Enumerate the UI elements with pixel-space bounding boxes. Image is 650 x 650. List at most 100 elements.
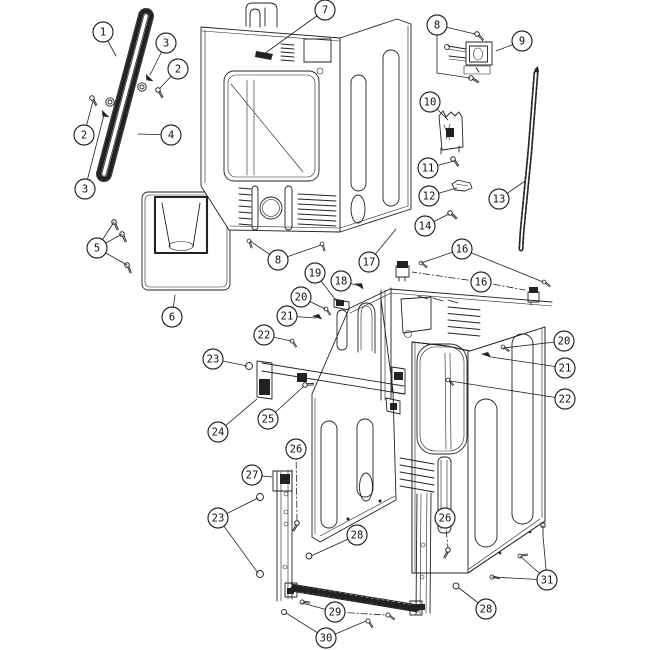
balloon-circle[interactable]: [207, 507, 229, 529]
balloon-circle[interactable]: [358, 251, 380, 273]
callout-20[interactable]: 20: [290, 286, 326, 310]
callout-18[interactable]: 18: [330, 270, 361, 292]
balloon-circle[interactable]: [276, 305, 298, 327]
balloon-circle[interactable]: [202, 348, 224, 370]
callout-6[interactable]: 6: [161, 294, 183, 328]
callout-25[interactable]: 25: [257, 386, 304, 430]
callout-31[interactable]: 31: [491, 535, 558, 591]
balloon-circle[interactable]: [241, 464, 263, 486]
callout-19[interactable]: 19: [304, 262, 339, 304]
balloon-label: 16: [475, 277, 488, 289]
callout-9[interactable]: 9: [495, 30, 533, 52]
grommet: [137, 82, 147, 92]
callout-16[interactable]: 16: [420, 238, 544, 283]
balloon-circle[interactable]: [161, 306, 183, 328]
side-emboss: [511, 333, 534, 525]
balloon-circle[interactable]: [86, 237, 108, 259]
balloon-circle[interactable]: [414, 215, 436, 237]
callout-12[interactable]: 12: [418, 185, 458, 207]
balloon-label: 13: [493, 194, 506, 206]
callout-16[interactable]: 16: [411, 271, 526, 293]
callout-2[interactable]: 2: [73, 100, 95, 146]
balloon-circle[interactable]: [73, 124, 95, 146]
screw-icon: [87, 94, 101, 107]
middle-cabinet: [311, 281, 553, 543]
balloon-circle[interactable]: [475, 598, 497, 620]
label-sticker: [255, 51, 273, 60]
balloon-circle[interactable]: [160, 124, 182, 146]
callout-21[interactable]: 21: [276, 305, 317, 327]
balloon-circle[interactable]: [554, 388, 576, 410]
callout-3[interactable]: 3: [74, 114, 105, 200]
balloon-label: 25: [262, 414, 275, 426]
callout-28[interactable]: 28: [458, 587, 497, 620]
balloon-circle[interactable]: [536, 569, 558, 591]
callout-13[interactable]: 13: [488, 180, 526, 210]
callout-27[interactable]: 27: [241, 464, 273, 486]
balloon-circle[interactable]: [315, 627, 337, 649]
balloon-circle[interactable]: [167, 58, 189, 80]
balloon-circle[interactable]: [74, 178, 96, 200]
callout-29[interactable]: 29: [301, 601, 387, 623]
balloon-circle[interactable]: [253, 324, 275, 346]
callout-1[interactable]: 1: [92, 21, 117, 57]
callout-20[interactable]: 20: [502, 330, 575, 352]
balloon-circle[interactable]: [470, 271, 492, 293]
balloon-circle[interactable]: [285, 438, 307, 460]
side-emboss: [382, 49, 400, 207]
balloon-circle[interactable]: [155, 32, 177, 54]
balloon-circle[interactable]: [553, 330, 575, 352]
callout-23[interactable]: 23: [202, 348, 248, 370]
callout-23[interactable]: 23: [207, 497, 259, 574]
balloon-circle[interactable]: [488, 188, 510, 210]
callout-14[interactable]: 14: [414, 213, 450, 237]
balloon-circle[interactable]: [554, 357, 576, 379]
callout-26[interactable]: 26: [285, 438, 307, 522]
callout-8[interactable]: 8: [426, 14, 476, 79]
screw-icon: [417, 260, 429, 269]
top-box: [400, 296, 432, 334]
callout-30[interactable]: 30: [285, 612, 367, 649]
lid-hinge-left: [395, 261, 410, 282]
balloon-circle[interactable]: [419, 91, 441, 113]
callout-10[interactable]: 10: [419, 91, 449, 121]
callout-4[interactable]: 4: [137, 124, 182, 146]
balloon-circle[interactable]: [417, 157, 439, 179]
balloon-circle[interactable]: [511, 30, 533, 52]
callout-8[interactable]: 8: [249, 240, 322, 271]
balloon-circle[interactable]: [304, 262, 326, 284]
callout-22[interactable]: 22: [449, 380, 576, 410]
balloon-circle[interactable]: [257, 408, 279, 430]
callout-3[interactable]: 3: [149, 32, 177, 76]
callout-21[interactable]: 21: [490, 356, 576, 379]
callout-2[interactable]: 2: [159, 58, 189, 89]
balloon-circle[interactable]: [314, 0, 336, 21]
callout-11[interactable]: 11: [417, 157, 455, 179]
callout-5[interactable]: 5: [86, 221, 128, 266]
lid-hinge-right: [527, 287, 540, 306]
vent-slots-small: [280, 43, 295, 62]
balloon-circle[interactable]: [330, 270, 352, 292]
callout-26[interactable]: 26: [434, 507, 456, 549]
balloon-circle[interactable]: [92, 21, 114, 43]
leader-line: [436, 72, 471, 79]
balloon-circle[interactable]: [418, 185, 440, 207]
callout-17[interactable]: 17: [358, 228, 397, 273]
fasteners: [244, 237, 546, 629]
vent-slots-right: [297, 193, 337, 227]
balloon-circle[interactable]: [267, 249, 289, 271]
belt-part: [87, 8, 167, 182]
balloon-circle[interactable]: [346, 524, 368, 546]
callout-28[interactable]: 28: [310, 524, 368, 557]
balloon-circle[interactable]: [324, 601, 346, 623]
balloon-label: 29: [329, 607, 342, 619]
balloon-circle[interactable]: [426, 14, 448, 36]
callout-22[interactable]: 22: [253, 324, 292, 346]
callout-7[interactable]: 7: [263, 0, 336, 55]
balloon-circle[interactable]: [451, 238, 473, 260]
callout-24[interactable]: 24: [207, 398, 258, 443]
balloon-circle[interactable]: [434, 507, 456, 529]
balloon-circle[interactable]: [290, 286, 312, 308]
balloon-circle[interactable]: [207, 421, 229, 443]
